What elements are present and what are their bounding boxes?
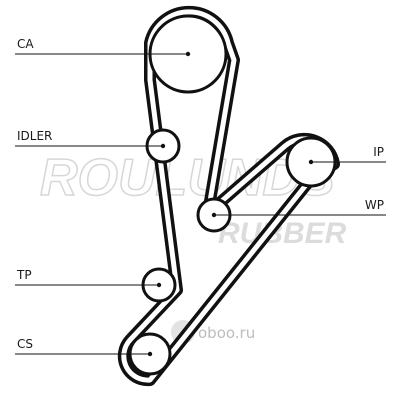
label-ca: CA: [17, 37, 34, 51]
label-wp: WP: [365, 198, 384, 212]
label-cs: CS: [17, 337, 33, 351]
watermark-site: oboo.ru: [198, 324, 255, 342]
leader-lines: [15, 53, 386, 355]
label-ip: IP: [373, 145, 384, 159]
label-idler: IDLER: [17, 129, 52, 143]
labels: CA IDLER TP CS IP WP: [16, 37, 384, 351]
label-tp: TP: [16, 268, 32, 282]
